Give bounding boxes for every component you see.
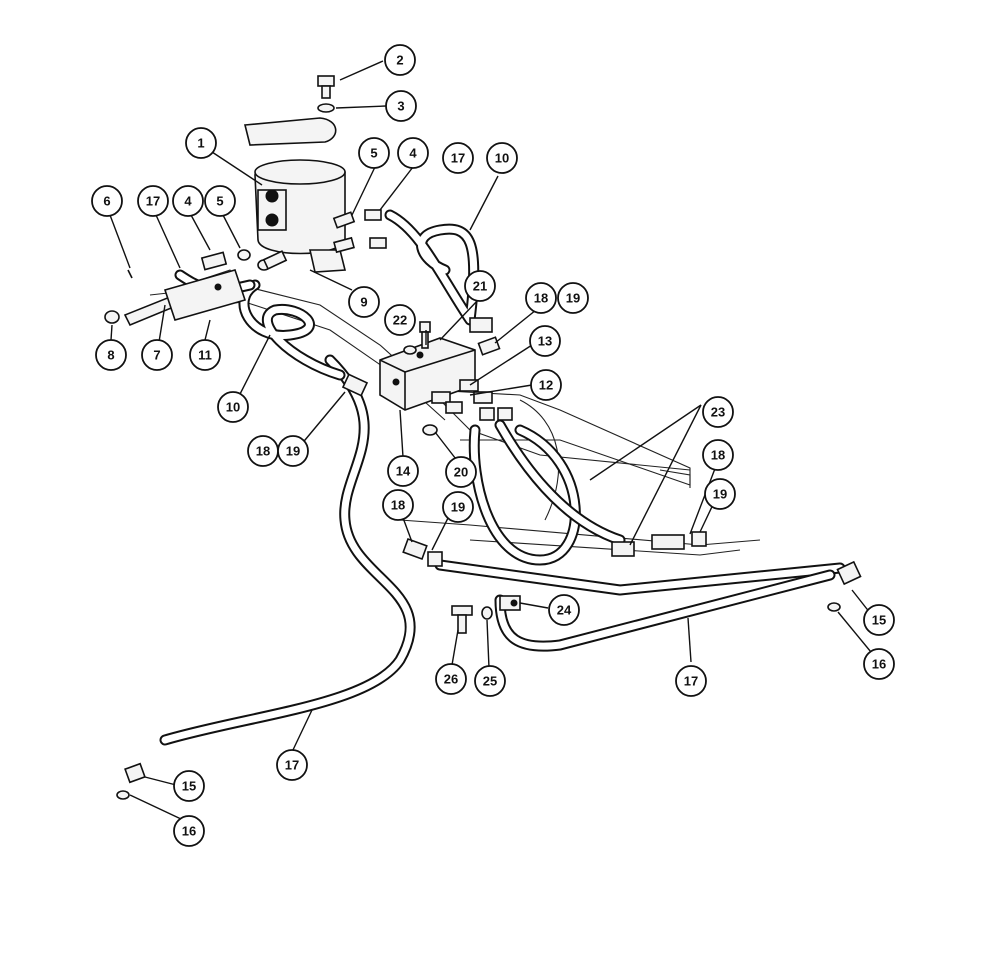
callout-17: 17 [442,142,474,174]
svg-text:1: 1 [197,136,204,151]
svg-text:8: 8 [107,348,114,363]
callout-19: 19 [277,435,309,467]
svg-text:6: 6 [103,194,110,209]
svg-text:4: 4 [184,194,192,209]
svg-text:14: 14 [396,464,411,479]
bracket-11 [163,269,247,321]
svg-text:7: 7 [153,348,160,363]
svg-text:15: 15 [872,613,886,628]
svg-text:10: 10 [495,151,509,166]
svg-text:11: 11 [198,348,212,363]
callout-18: 18 [247,435,279,467]
callout-6: 6 [91,185,123,217]
svg-text:17: 17 [285,758,299,773]
callout-16: 16 [863,648,895,680]
callout-24: 24 [548,594,580,626]
svg-text:19: 19 [451,500,465,515]
callout-12: 12 [530,369,562,401]
callout-8: 8 [95,339,127,371]
callout-5: 5 [204,185,236,217]
leader-lines [109,60,881,820]
hoses [159,209,846,746]
svg-text:16: 16 [872,657,886,672]
svg-text:25: 25 [483,674,497,689]
svg-text:17: 17 [451,151,465,166]
callout-15: 15 [173,770,205,802]
svg-text:15: 15 [182,779,196,794]
callout-10: 10 [486,142,518,174]
callout-18: 18 [702,439,734,471]
svg-text:18: 18 [534,291,548,306]
callout-22: 22 [384,304,416,336]
svg-text:10: 10 [226,400,240,415]
callout-16: 16 [173,815,205,847]
hose-23-b [494,419,626,546]
cover-plate [243,117,337,146]
svg-text:5: 5 [216,194,223,209]
svg-text:26: 26 [444,672,458,687]
washer-3 [317,103,335,113]
callout-15: 15 [863,604,895,636]
callout-19: 19 [557,282,589,314]
callout-18: 18 [382,489,414,521]
svg-text:23: 23 [711,405,725,420]
callout-4: 4 [397,137,429,169]
callout-11: 11 [189,339,221,371]
callout-17: 17 [137,185,169,217]
valve-block-14 [379,337,476,411]
callout-14: 14 [387,455,419,487]
svg-text:20: 20 [454,465,468,480]
svg-text:12: 12 [539,378,553,393]
callout-3: 3 [385,90,417,122]
svg-text:18: 18 [391,498,405,513]
callout-17: 17 [276,749,308,781]
callout-5: 5 [358,137,390,169]
callout-4: 4 [172,185,204,217]
callout-10: 10 [217,391,249,423]
callout-19: 19 [704,478,736,510]
svg-text:18: 18 [711,448,725,463]
svg-text:3: 3 [397,99,404,114]
svg-text:2: 2 [396,53,403,68]
callout-21: 21 [464,270,496,302]
callout-23: 23 [702,396,734,428]
svg-text:21: 21 [473,279,487,294]
svg-text:17: 17 [684,674,698,689]
svg-text:24: 24 [557,603,572,618]
callout-18: 18 [525,282,557,314]
svg-text:22: 22 [393,313,407,328]
svg-text:18: 18 [256,444,270,459]
svg-text:13: 13 [538,334,552,349]
svg-text:17: 17 [146,194,160,209]
fittings [104,209,862,800]
callout-19: 19 [442,491,474,523]
bolt-2 [317,75,335,99]
callout-20: 20 [445,456,477,488]
callouts: 2 3 1 5 4 17 10 6 17 4 5 9 21 18 19 22 1… [91,44,895,847]
callout-26: 26 [435,663,467,695]
svg-text:19: 19 [286,444,300,459]
callout-9: 9 [348,286,380,318]
svg-text:19: 19 [713,487,727,502]
svg-text:19: 19 [566,291,580,306]
callout-7: 7 [141,339,173,371]
callout-17: 17 [675,665,707,697]
svg-text:5: 5 [370,146,377,161]
svg-text:16: 16 [182,824,196,839]
callout-1: 1 [185,127,217,159]
steering-valve-1 [254,159,347,273]
callout-25: 25 [474,665,506,697]
svg-text:9: 9 [360,295,367,310]
callout-13: 13 [529,325,561,357]
callout-2: 2 [384,44,416,76]
svg-text:4: 4 [409,146,417,161]
